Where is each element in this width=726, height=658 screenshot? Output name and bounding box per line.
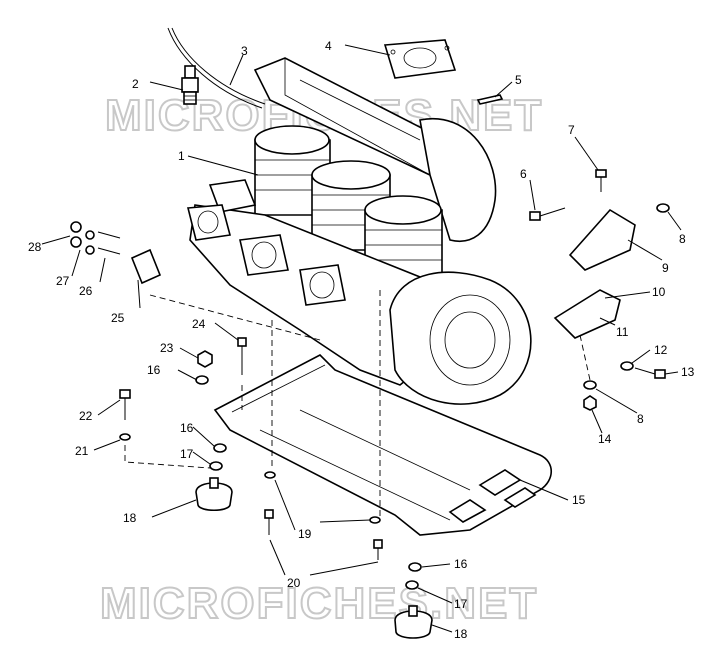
bolt-6 [529,207,566,221]
callout-17-left: 17 [180,447,194,461]
callout-8-lower: 8 [637,412,644,426]
bolt-24 [237,337,247,375]
callout-8-top: 8 [679,232,686,246]
bolt-22 [119,389,131,420]
callout-4: 4 [325,39,332,53]
callout-21: 21 [75,444,89,458]
spark-plug [181,65,199,105]
callout-2: 2 [132,77,139,91]
callout-3: 3 [241,44,248,58]
stator-cover [389,271,532,405]
callout-28: 28 [28,240,42,254]
washer-19-a [264,471,276,479]
callout-26: 26 [79,284,93,298]
mount-18-right [394,605,433,639]
callout-18-right: 18 [454,627,468,641]
callout-24: 24 [192,317,206,331]
exhaust-manifold [419,117,497,242]
callout-19: 19 [298,527,312,541]
washer-8-top [656,203,670,213]
callout-16-left-mid: 16 [180,421,194,435]
watermark-bottom: MICROFICHES.NET [100,579,538,628]
washer-16-b [213,443,227,453]
dash-line-21 [124,445,211,469]
gasket-strip [476,94,504,105]
callout-25: 25 [111,311,125,325]
callout-16-left-top: 16 [147,363,161,377]
washer-19-b [369,516,381,524]
callout-1: 1 [178,149,185,163]
washer-16-c [408,562,422,572]
callout-16-right: 16 [454,557,468,571]
callout-20: 20 [287,576,301,590]
callout-9: 9 [662,261,669,275]
bracket-11 [553,289,621,339]
callout-23: 23 [160,341,174,355]
bolt-7 [595,169,607,192]
nut-23 [197,350,213,368]
callout-7: 7 [568,123,575,137]
dash-line-bracket [579,334,591,381]
callout-5: 5 [515,73,522,87]
callout-12: 12 [654,343,668,357]
callout-14: 14 [598,432,612,446]
mount-18-left [195,477,233,512]
bracket-9 [568,208,636,271]
callout-15: 15 [572,493,586,507]
leader-lines [41,44,682,633]
throttle-cable-outer [171,27,266,105]
studs-nuts-left [70,221,162,285]
washer-16-a [195,375,209,385]
callout-10: 10 [652,285,666,299]
bolt-20-b [373,539,383,560]
callout-11: 11 [616,325,629,339]
callout-13: 13 [681,365,695,379]
washer-12 [620,361,634,371]
washer-17-b [405,580,419,590]
bolt-20-a [264,509,274,535]
callout-27: 27 [56,274,70,288]
nut-14 [583,395,597,411]
callout-6: 6 [520,167,527,181]
callout-22: 22 [79,409,93,423]
callout-17-right: 17 [454,597,468,611]
bolt-13 [634,367,666,379]
engine-mount-plate [213,354,553,536]
washer-21 [119,433,131,441]
throttle-cable [167,27,263,109]
washer-17-a [209,461,223,471]
intake-flanges [186,179,346,306]
callout-18-left: 18 [123,511,137,525]
head-gasket [383,39,457,79]
washer-8-lower [583,380,597,390]
